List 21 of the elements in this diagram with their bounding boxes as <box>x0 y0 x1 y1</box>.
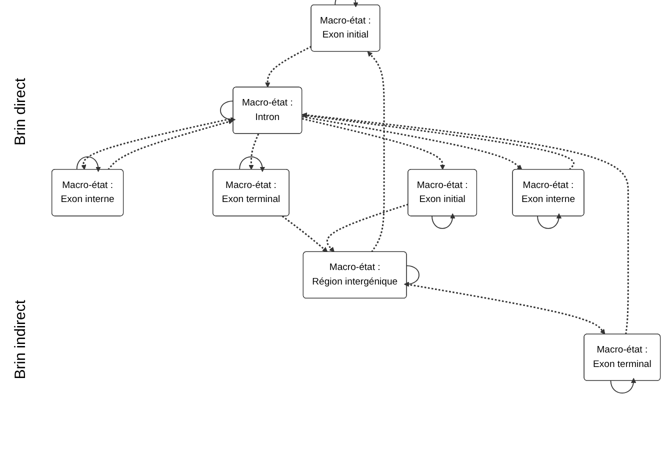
arrow <box>282 216 328 252</box>
arrow <box>265 46 312 88</box>
strand-label: Brin indirect <box>12 300 28 380</box>
arrow <box>81 118 234 170</box>
self-loop-arrow <box>220 100 236 122</box>
arrow <box>302 112 629 334</box>
self-loop-arrow <box>76 156 101 172</box>
arrow <box>248 134 260 170</box>
arrow <box>302 118 446 170</box>
arrow <box>326 204 408 252</box>
self-loop-arrow <box>404 265 420 287</box>
arrow <box>367 51 385 252</box>
arrow <box>302 116 522 170</box>
self-loop-arrow <box>432 213 455 229</box>
strand-label: Brin direct <box>12 78 28 146</box>
self-loop-arrow <box>537 213 562 229</box>
arrow <box>302 113 574 170</box>
self-loop-arrow <box>239 156 265 172</box>
self-loop-arrow <box>610 378 636 394</box>
self-loop-arrow <box>334 0 358 8</box>
arrow <box>108 119 234 170</box>
